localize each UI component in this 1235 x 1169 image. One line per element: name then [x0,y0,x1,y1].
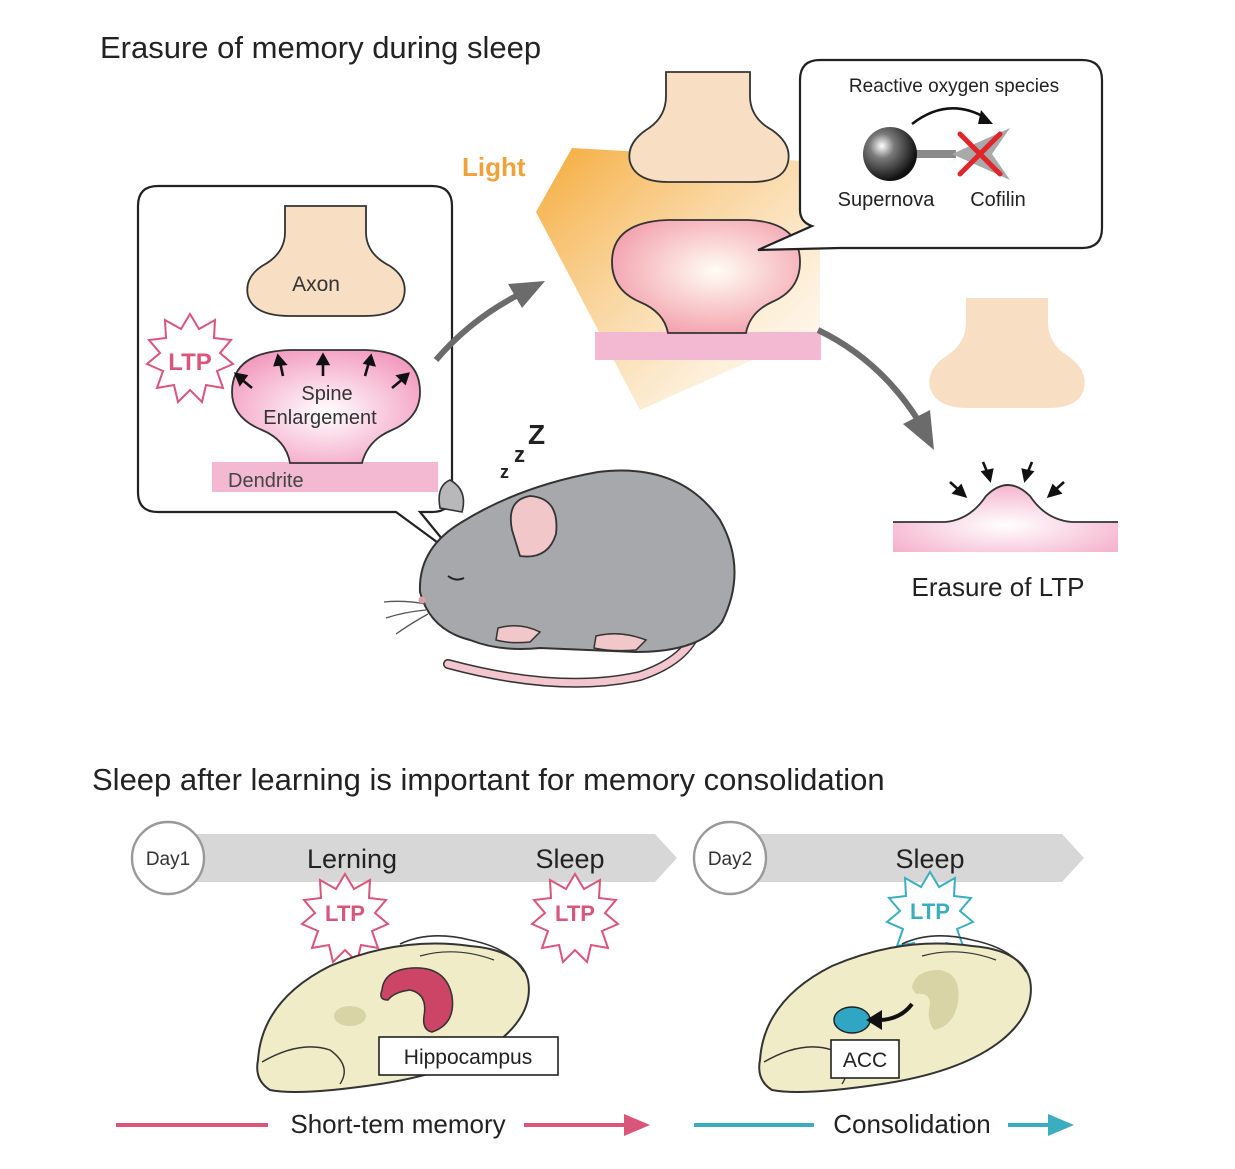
bottom-title: Sleep after learning is important for me… [92,762,885,797]
supernova-ball [863,127,917,181]
dendrite-shaft-light [595,332,821,360]
mouse-hindpaw [593,633,648,652]
top-title: Erasure of memory during sleep [100,30,541,65]
spine-label-line1: Spine [301,383,352,405]
enlarged-spine [231,349,421,464]
mouse-ear [509,495,558,558]
svg-text:z: z [514,442,525,467]
enlargement-arrows [233,352,410,389]
ltp-burst-sleep-day2: LTP [885,870,975,962]
progress-arrow-1 [433,292,520,362]
consolidation-label: Consolidation [833,1109,991,1139]
ltp-label-top: LTP [168,349,212,376]
ros-curved-arrow [911,107,987,126]
consolidation-arrowhead [1048,1114,1074,1136]
acc-label: ACC [843,1049,887,1072]
hippocampus-label-box [378,1036,559,1076]
ltp-burst-learning: LTP [300,872,390,964]
hippocampus [380,967,454,1033]
axon-label: Axon [292,273,340,296]
day1-learning-label: Lerning [307,844,397,874]
spine-label-line2: Enlargement [263,407,377,429]
shrunk-spine [893,485,1118,552]
erasure-label: Erasure of LTP [912,572,1085,602]
mouse-whiskers [383,600,429,635]
svg-text:LTP: LTP [325,901,365,926]
progress-arrow-2 [816,327,921,422]
spine-under-light [611,219,801,334]
short-term-label: Short-tem memory [290,1109,505,1139]
sleep-zzz: z z Z [500,419,545,482]
mouse-body [418,469,736,654]
light-label: Light [462,152,526,182]
svg-text:z: z [500,462,509,482]
shrunk-spine-outline [893,484,1118,523]
day2-badge-label: Day2 [708,849,752,870]
day2-badge [692,820,768,896]
progress-arrow-2-head [903,410,934,450]
shrink-arrows [949,461,1065,498]
mouse-eye [447,575,465,581]
axon-terminal [246,205,406,317]
sleeping-mouse [383,469,736,688]
hippocampus-label: Hippocampus [404,1046,532,1069]
short-term-arrowhead [624,1114,650,1136]
svg-text:LTP: LTP [910,899,950,924]
dendrite-shaft [212,462,438,492]
cofilin-label: Cofilin [970,189,1026,211]
ltp-burst-sleep-day1: LTP [530,872,620,964]
acc-label-box [830,1039,900,1079]
mouse-ear-back [438,479,465,513]
cofilin-blocked-x [957,131,1003,177]
supernova-link [912,150,956,158]
svg-text:Z: Z [528,419,545,450]
day1-badge [130,820,206,896]
mouse-nose [418,596,426,604]
ros-label: Reactive oxygen species [849,76,1059,97]
axon-terminal-erased [929,298,1085,408]
progress-arrow-1-head [508,281,545,308]
dendrite-label: Dendrite [228,470,304,492]
day1-sleep-label: Sleep [535,844,604,874]
svg-text:LTP: LTP [555,901,595,926]
axon-terminal-light [628,71,790,183]
acc-arrow-head [866,1010,882,1030]
day1-badge-label: Day1 [146,849,190,870]
ros-curved-arrow-head [978,110,993,124]
day1-timeline-bar [170,834,677,882]
ltp-burst-top: LTP [145,312,235,404]
supernova-label: Supernova [838,189,936,211]
day2-timeline-bar [732,834,1084,882]
acc-region [833,1006,871,1034]
mouse-paw [495,625,542,644]
day2-sleep-label: Sleep [895,844,964,874]
